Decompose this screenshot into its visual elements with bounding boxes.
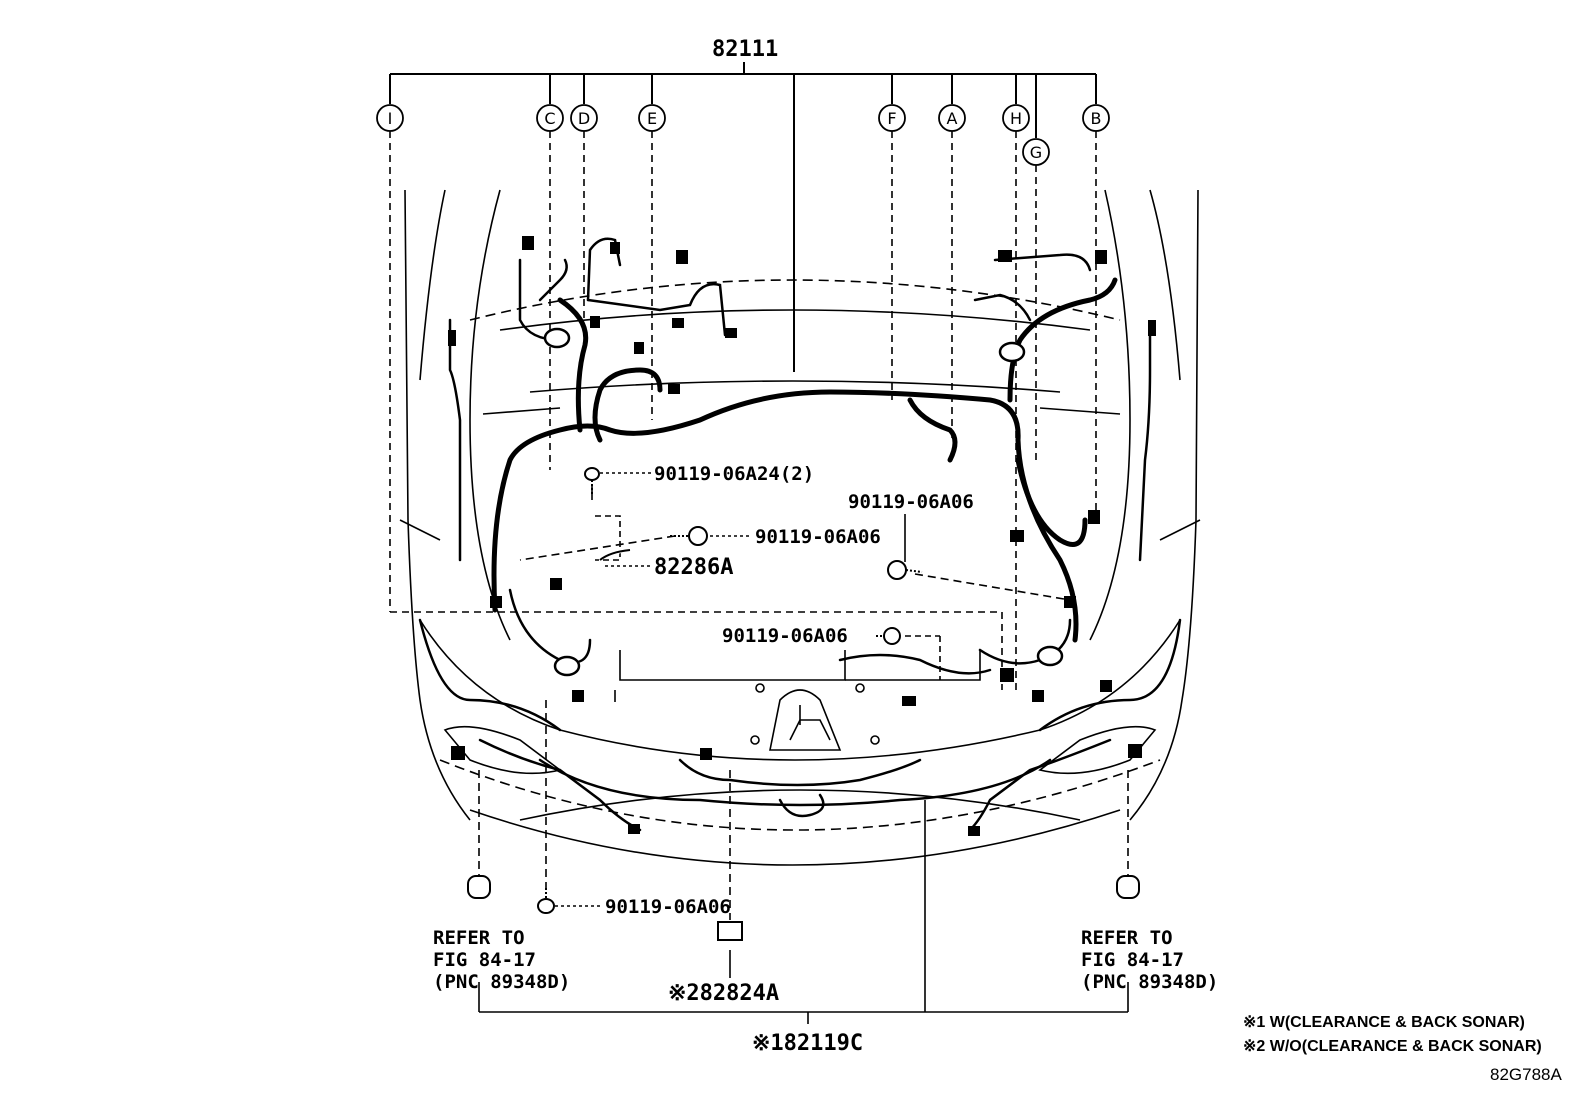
connector <box>902 696 916 706</box>
connector <box>1088 510 1100 524</box>
bolt-label-upper-left: 90119-06A24(2) <box>654 463 814 485</box>
refer-right: REFER TO FIG 84-17 (PNC 89348D) <box>1081 927 1218 993</box>
grommet <box>543 327 571 349</box>
callout-letter-H: H <box>1010 109 1022 128</box>
part-labels: 90119-06A24(2) 90119-06A06 90119-06A06 9… <box>605 463 974 1056</box>
connector <box>1064 596 1076 608</box>
refer-left-line2: FIG 84-17 <box>433 949 536 971</box>
main-part-bracket <box>389 62 1097 372</box>
wire-branches <box>418 237 1182 832</box>
refer-left-line3: (PNC 89348D) <box>433 971 570 993</box>
connector <box>628 824 640 834</box>
connector <box>672 318 684 328</box>
bolt-icon <box>584 467 600 494</box>
refer-right-line2: FIG 84-17 <box>1081 949 1184 971</box>
connector <box>522 236 534 250</box>
sonar-sensor-icon <box>1116 875 1140 899</box>
bracket-part-label: 82286A <box>654 555 733 580</box>
notes: ※1 W(CLEARANCE & BACK SONAR) ※2 W/O(CLEA… <box>1243 1014 1562 1084</box>
refer-right-line3: (PNC 89348D) <box>1081 971 1218 993</box>
bolt-label-center-left: 90119-06A06 <box>755 526 881 548</box>
note-1: ※1 W(CLEARANCE & BACK SONAR) <box>1243 1014 1525 1031</box>
connector <box>676 250 688 264</box>
wire-harness <box>491 277 1118 643</box>
refer-left: REFER TO FIG 84-17 (PNC 89348D) <box>433 927 570 993</box>
vehicle-body-outline <box>399 189 1201 866</box>
callout-circles <box>376 104 1110 166</box>
bolt-label-lower-center: 90119-06A06 <box>722 625 848 647</box>
connector <box>700 748 712 760</box>
callout-letter-C: C <box>544 109 555 128</box>
callout-letter-D: D <box>578 109 590 128</box>
callout-leaders <box>389 131 1097 690</box>
bolt-label-center-right: 90119-06A06 <box>848 491 974 513</box>
fastener-symbols <box>467 467 1140 941</box>
grommet <box>1036 645 1064 667</box>
refer-right-line1: REFER TO <box>1081 927 1173 949</box>
bolt-icon <box>537 888 555 914</box>
note-2: ※2 W/O(CLEARANCE & BACK SONAR) <box>1243 1038 1542 1055</box>
refer-left-line1: REFER TO <box>433 927 525 949</box>
connectors <box>448 236 1156 836</box>
figure-code: 82G788A <box>1490 1065 1562 1084</box>
grommets <box>543 327 1064 677</box>
connector-icon <box>717 921 743 941</box>
connector <box>634 342 644 354</box>
grommet <box>553 655 581 677</box>
connector <box>572 690 584 702</box>
connector <box>998 250 1012 262</box>
bolt-icon <box>670 526 708 546</box>
connector <box>451 746 465 760</box>
callout-letter-G: G <box>1030 143 1042 162</box>
grommet <box>998 341 1026 363</box>
callout-letter-F: F <box>887 109 896 128</box>
connector <box>1095 250 1107 264</box>
callout-letter-A: A <box>947 109 958 128</box>
connector-part-label: ※282824A <box>668 981 779 1006</box>
connector <box>1148 320 1156 336</box>
callout-letter-E: E <box>647 109 657 128</box>
connector <box>1032 690 1044 702</box>
connector <box>590 316 600 328</box>
fastener-leaders <box>478 472 1129 1024</box>
connector <box>668 384 680 394</box>
bolt-icon <box>876 627 901 645</box>
connector <box>448 330 456 346</box>
connector <box>1128 744 1142 758</box>
callout-letters: I C D E F A H G B <box>388 109 1102 162</box>
wire-part-label: ※182119C <box>752 1031 863 1056</box>
connector <box>490 596 502 608</box>
connector <box>610 242 620 254</box>
connector <box>1100 680 1112 692</box>
connector <box>550 578 562 590</box>
callout-letter-B: B <box>1091 109 1102 128</box>
bracket-icon <box>599 549 631 561</box>
main-part-number: 82111 <box>712 37 778 62</box>
connector <box>1000 668 1014 682</box>
connector <box>725 328 737 338</box>
bolt-icon <box>887 560 923 580</box>
sonar-sensor-icon <box>467 875 491 899</box>
connector <box>968 826 980 836</box>
connector <box>1010 530 1024 542</box>
callout-letter-I: I <box>388 109 393 128</box>
bolt-label-lower-left: 90119-06A06 <box>605 896 731 918</box>
